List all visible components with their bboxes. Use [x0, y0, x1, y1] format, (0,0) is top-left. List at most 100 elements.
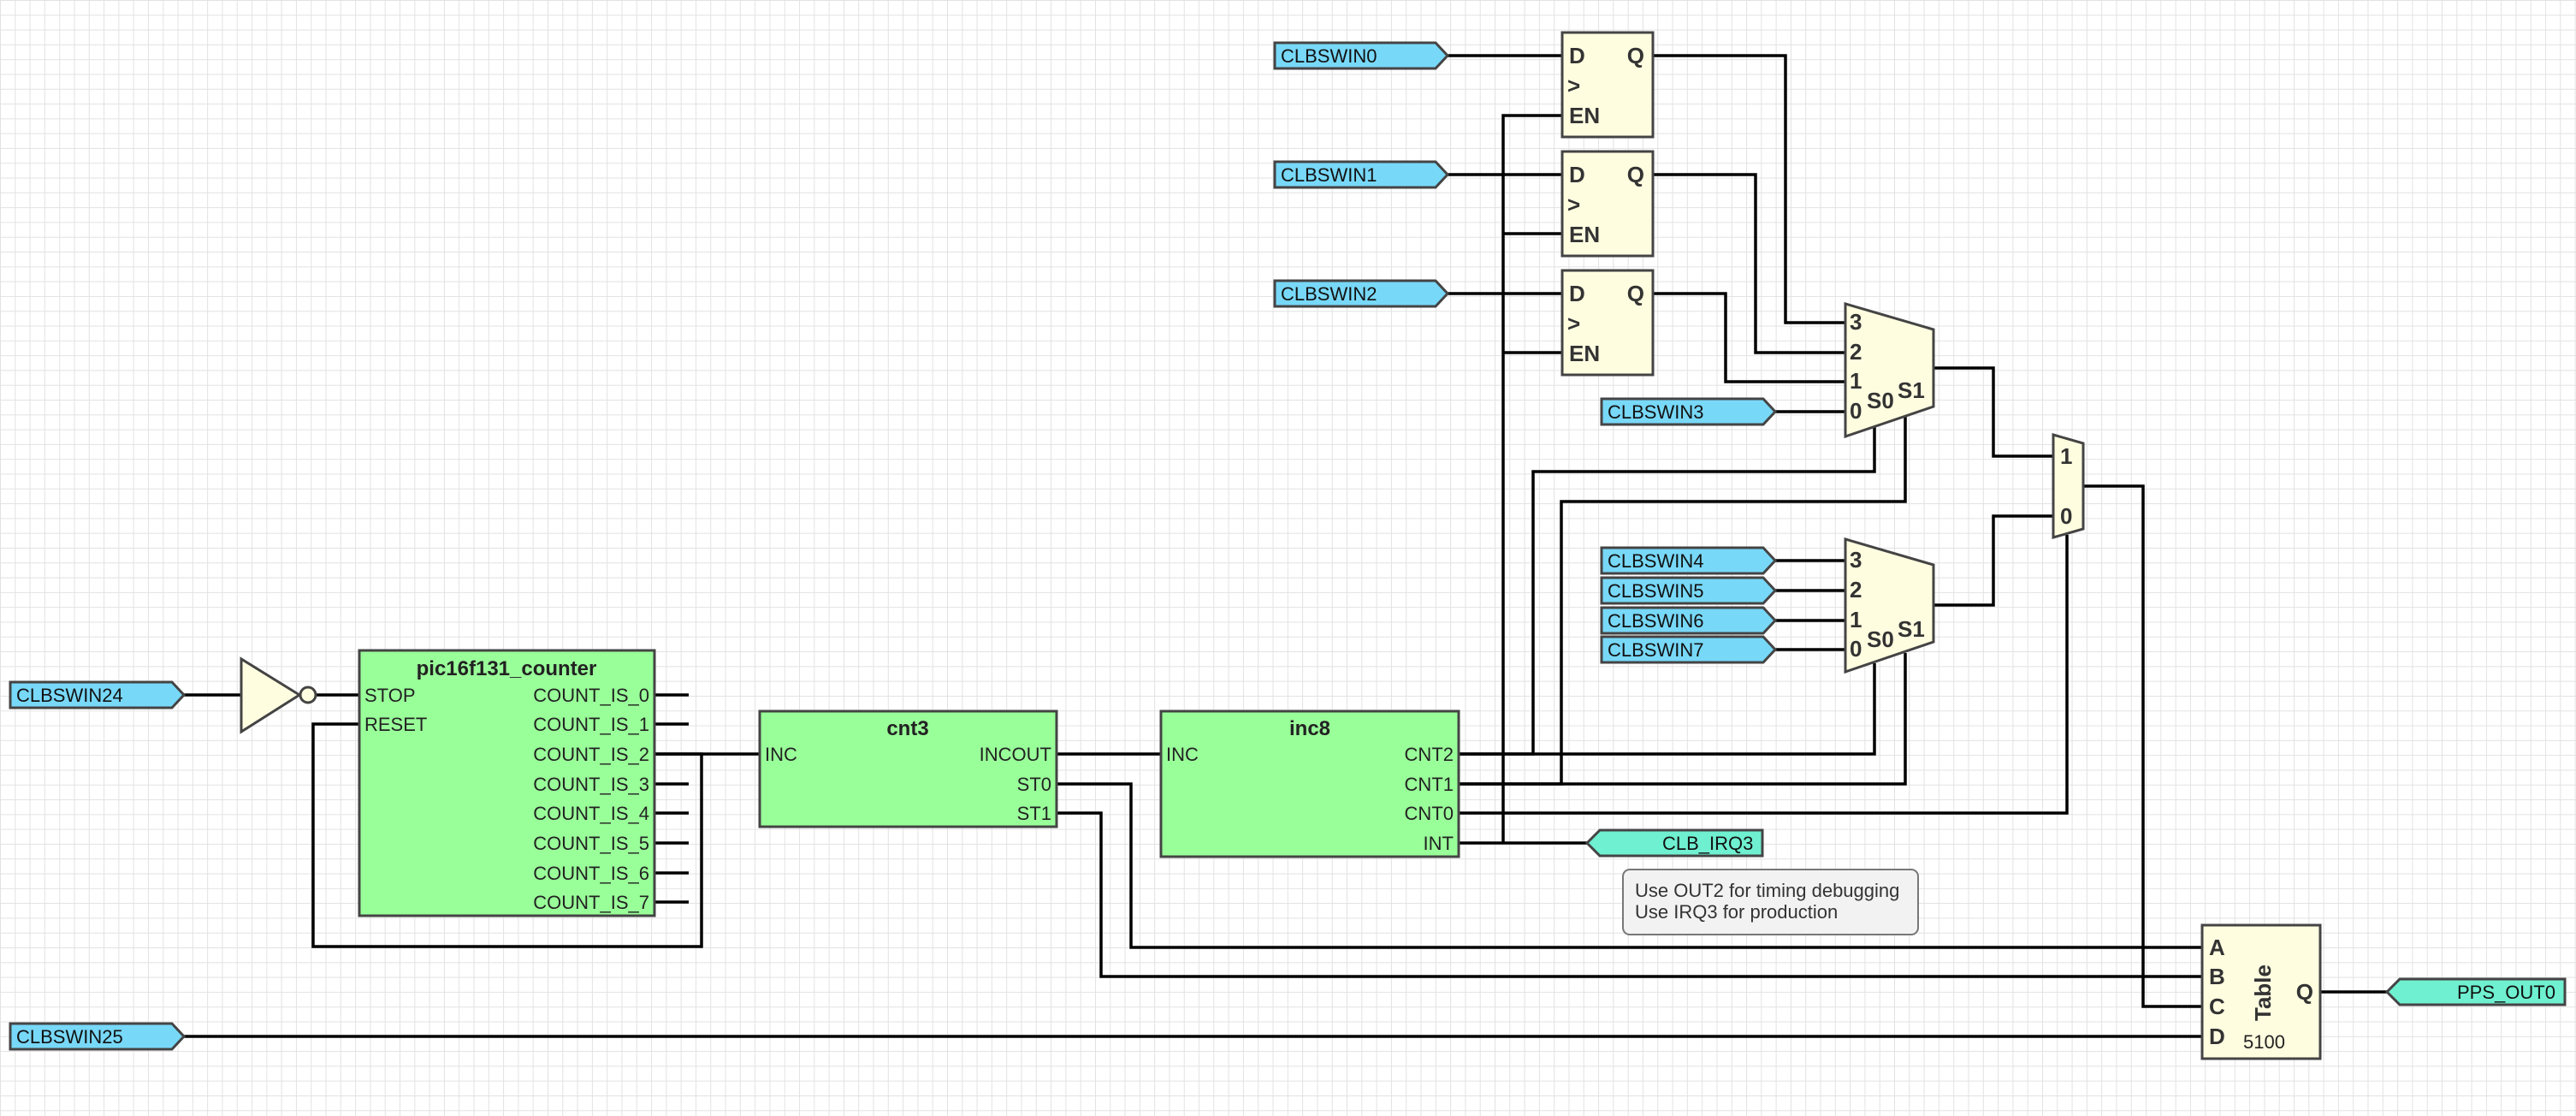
- pin-stop: STOP: [364, 685, 416, 706]
- mux-pin-1: 1: [1850, 607, 1862, 632]
- wire-cnt1-to-mux-lower-s1: [1459, 653, 1907, 786]
- table-title: Table: [2250, 965, 2276, 1021]
- pic16f131-counter-block[interactable]: pic16f131_counter STOP RESET COUNT_IS_0 …: [358, 649, 656, 917]
- wire-st0-to-table-a: [1057, 782, 2202, 949]
- port-label: CLBSWIN0: [1281, 45, 1377, 67]
- block-title: cnt3: [886, 717, 928, 740]
- input-port-clbswin1[interactable]: CLBSWIN1: [1273, 160, 1450, 189]
- pin-st0: ST0: [1017, 774, 1051, 795]
- input-port-clbswin7[interactable]: CLBSWIN7: [1600, 635, 1778, 664]
- mux-pin-0: 0: [1850, 636, 1862, 662]
- mux-pin-s1: S1: [1898, 377, 1925, 403]
- wires: [184, 54, 2387, 1038]
- wire-ff1-q-to-mux: [1653, 173, 1845, 354]
- mux4-upper[interactable]: 3 2 1 0 S0 S1: [1844, 302, 1935, 439]
- port-label: CLBSWIN4: [1608, 550, 1703, 572]
- pin-count-is-1: COUNT_IS_1: [533, 714, 649, 735]
- inverter-bubble: [299, 686, 317, 704]
- pin-st1: ST1: [1017, 803, 1051, 824]
- pin-cnt0: CNT0: [1405, 803, 1454, 824]
- d-flip-flop-2[interactable]: D Q > EN: [1560, 269, 1655, 377]
- table-pin-d: D: [2209, 1024, 2225, 1049]
- wire-cnt1-to-mux-upper-s1: [1459, 414, 1907, 786]
- ff-pin-en: EN: [1569, 222, 1600, 247]
- ff-pin-en: EN: [1569, 341, 1600, 366]
- output-port-clb-irq3[interactable]: CLB_IRQ3: [1584, 828, 1764, 858]
- output-port-pps-out0[interactable]: PPS_OUT0: [2384, 977, 2567, 1006]
- wire-enable-rail: [1501, 114, 1562, 843]
- port-label: CLB_IRQ3: [1662, 833, 1753, 854]
- mux-pin-1: 1: [1850, 368, 1862, 394]
- lookup-table-block[interactable]: A B C D Q Table 5100: [2200, 923, 2322, 1060]
- table-pin-c: C: [2209, 994, 2225, 1019]
- wire-cnt2-to-mux-lower-s0: [1459, 663, 1876, 756]
- wire-mux-lower-to-mux2: [1933, 514, 2053, 607]
- mux-pin-s0: S0: [1867, 626, 1894, 652]
- input-port-clbswin3[interactable]: CLBSWIN3: [1600, 397, 1778, 426]
- pin-count-is-5: COUNT_IS_5: [533, 833, 649, 854]
- inverter-gate[interactable]: [240, 656, 317, 734]
- table-pin-q: Q: [2296, 979, 2313, 1005]
- input-port-clbswin2[interactable]: CLBSWIN2: [1273, 279, 1450, 308]
- wire-ff0-q-to-mux: [1653, 54, 1845, 324]
- table-pin-a: A: [2209, 935, 2225, 960]
- port-label: CLBSWIN5: [1608, 580, 1703, 602]
- input-port-clbswin25[interactable]: CLBSWIN25: [9, 1022, 187, 1051]
- ff-pin-en: EN: [1569, 103, 1600, 128]
- port-label: CLBSWIN7: [1608, 639, 1703, 661]
- d-flip-flop-0[interactable]: D Q > EN: [1560, 31, 1655, 139]
- port-label: CLBSWIN6: [1608, 610, 1703, 632]
- pin-inc: INC: [1166, 744, 1199, 765]
- mux-pin-2: 2: [1850, 577, 1862, 603]
- pin-count-is-4: COUNT_IS_4: [533, 803, 649, 824]
- pin-count-is-0: COUNT_IS_0: [533, 685, 649, 706]
- pin-count-is-3: COUNT_IS_3: [533, 774, 649, 795]
- port-label: CLBSWIN1: [1281, 164, 1377, 186]
- pin-int: INT: [1424, 833, 1454, 854]
- pin-count-is-2: COUNT_IS_2: [533, 744, 649, 765]
- mux-pin-3: 3: [1850, 547, 1862, 573]
- ff-pin-d: D: [1569, 281, 1585, 306]
- mux-pin-2: 2: [1850, 339, 1862, 365]
- d-flip-flop-1[interactable]: D Q > EN: [1560, 150, 1655, 258]
- block-title: inc8: [1289, 717, 1330, 740]
- note-line-1: Use OUT2 for timing debugging: [1635, 880, 1899, 901]
- input-port-clbswin4[interactable]: CLBSWIN4: [1600, 546, 1778, 575]
- wire-mux-upper-to-mux2: [1933, 366, 2053, 458]
- table-value: 5100: [2243, 1031, 2285, 1053]
- mux-pin-0: 0: [1850, 398, 1862, 424]
- mux-pin-1: 1: [2060, 443, 2072, 469]
- port-label: CLBSWIN25: [16, 1026, 123, 1048]
- pin-cnt2: CNT2: [1405, 744, 1454, 765]
- input-port-clbswin6[interactable]: CLBSWIN6: [1600, 606, 1778, 635]
- pin-count-is-7: COUNT_IS_7: [533, 892, 649, 913]
- mux2[interactable]: 1 0: [2052, 433, 2085, 539]
- mux-pin-s0: S0: [1867, 388, 1894, 413]
- mux-pin-s1: S1: [1898, 616, 1925, 642]
- wire-mux2-to-table-c: [2083, 484, 2202, 1008]
- inc8-block[interactable]: inc8 INC CNT2 CNT1 CNT0 INT: [1159, 709, 1460, 858]
- ff-pin-q: Q: [1627, 281, 1644, 306]
- input-port-clbswin5[interactable]: CLBSWIN5: [1600, 576, 1778, 605]
- note-line-2: Use IRQ3 for production: [1635, 901, 1838, 923]
- ff-pin-clk: >: [1567, 311, 1580, 336]
- pin-count-is-6: COUNT_IS_6: [533, 863, 649, 884]
- input-port-clbswin24[interactable]: CLBSWIN24: [9, 680, 187, 709]
- wire-ff2-q-to-mux: [1653, 292, 1845, 383]
- input-port-clbswin0[interactable]: CLBSWIN0: [1273, 41, 1450, 70]
- ff-pin-d: D: [1569, 162, 1585, 187]
- wire-count-stubs: [654, 693, 689, 904]
- port-label: CLBSWIN24: [16, 685, 123, 706]
- pin-reset: RESET: [364, 714, 427, 735]
- port-label: CLBSWIN3: [1608, 401, 1703, 423]
- wire-cnt0-to-mux2-sel: [1459, 535, 2069, 815]
- block-title: pic16f131_counter: [417, 657, 597, 680]
- cnt3-block[interactable]: cnt3 INC INCOUT ST0 ST1: [758, 709, 1058, 828]
- wire-st1-to-table-b: [1057, 811, 2202, 978]
- table-pin-b: B: [2209, 964, 2225, 989]
- pin-incout: INCOUT: [980, 744, 1051, 765]
- mux-pin-3: 3: [1850, 309, 1862, 335]
- mux-pin-0: 0: [2060, 503, 2072, 529]
- mux4-lower[interactable]: 3 2 1 0 S0 S1: [1844, 537, 1935, 674]
